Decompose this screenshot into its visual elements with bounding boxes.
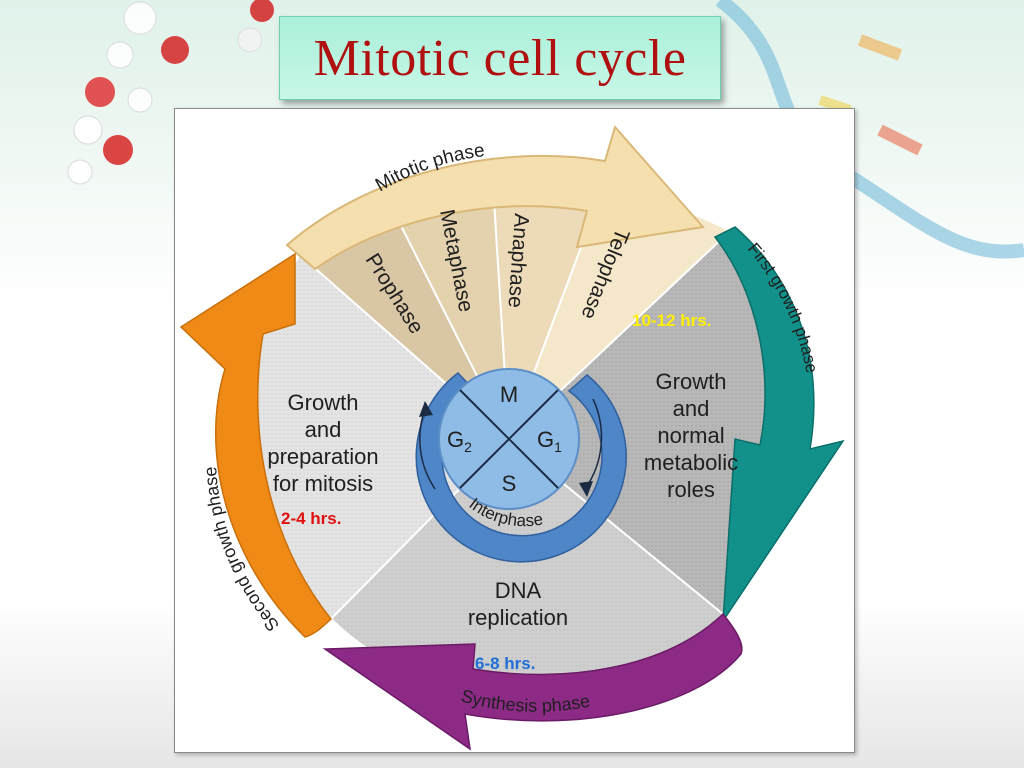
first-growth-phase-arrow	[713, 226, 845, 624]
cell-cycle-svg: Mitotic phase First growth phase Synthes…	[179, 124, 845, 751]
g1-region-text: Growth and normal metabolic roles	[644, 369, 738, 502]
g2-text-line: and	[305, 417, 342, 442]
g2-duration-label: 2-4 hrs.	[281, 509, 342, 528]
interphase-cycle-arrow	[584, 398, 603, 490]
g1-duration-label: 10-12 hrs.	[632, 311, 712, 330]
interphase-cycle-arrowhead	[419, 401, 433, 417]
page-title: Mitotic cell cycle	[313, 29, 687, 87]
synthesis-phase-arrow	[322, 612, 743, 751]
cell-cycle-diagram: Mitotic phase First growth phase Synthes…	[174, 108, 855, 753]
g2-text-line: Growth	[288, 390, 359, 415]
interphase-ring	[415, 371, 627, 563]
s-duration-label: 6-8 hrs.	[475, 654, 536, 673]
g1-quadrant-label: G1	[537, 427, 562, 455]
g1-text-line: metabolic	[644, 450, 738, 475]
m-quadrant-label: M	[500, 382, 518, 407]
g1-text-line: roles	[667, 477, 715, 502]
second-growth-phase-arrow	[179, 252, 333, 638]
g2-text-line: for mitosis	[273, 471, 373, 496]
molecule-beads	[67, 0, 274, 185]
g1-text-line: normal	[657, 423, 724, 448]
g1-text-line: and	[673, 396, 710, 421]
interphase-cycle-arrowhead	[579, 481, 593, 497]
g2-quadrant-label: G2	[447, 427, 472, 455]
title-banner: Mitotic cell cycle	[279, 16, 721, 100]
g2-text-line: preparation	[267, 444, 378, 469]
mitotic-phase-arrow	[285, 124, 705, 271]
s-text-line: DNA	[495, 578, 542, 603]
g1-text-line: Growth	[656, 369, 727, 394]
interphase-disc: M S G2 G1 Interphase	[415, 368, 627, 563]
g2-region-text: Growth and preparation for mitosis	[267, 390, 378, 496]
s-quadrant-label: S	[502, 471, 517, 496]
s-region-text: DNA replication	[468, 578, 568, 630]
s-text-line: replication	[468, 605, 568, 630]
interphase-cycle-arrow	[419, 408, 436, 490]
